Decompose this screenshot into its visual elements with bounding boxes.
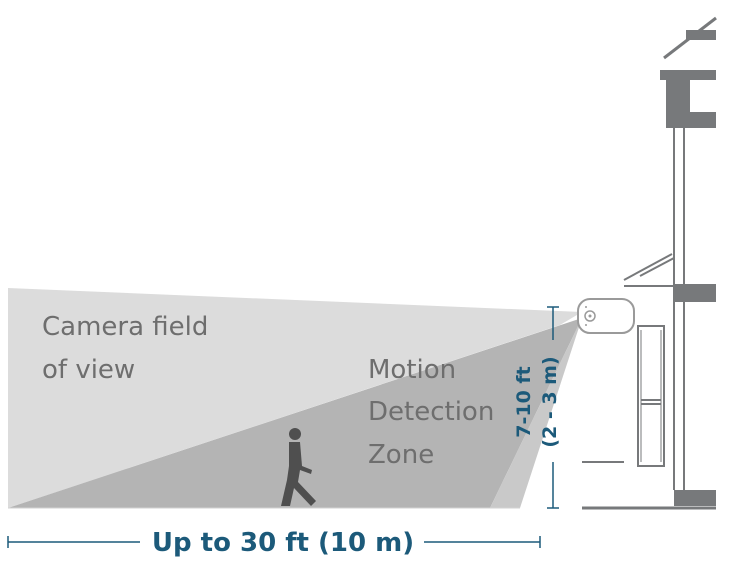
height-label-line2: (2 - 3 m) xyxy=(539,356,561,447)
field-of-view-label-line1: Camera field xyxy=(42,312,208,342)
person-icon xyxy=(281,428,316,506)
motion-detection-zone-edge xyxy=(490,318,582,508)
field-of-view-label-line2: of view xyxy=(42,355,135,385)
camera-icon xyxy=(577,298,635,334)
motion-zone-label-line1: Motion xyxy=(368,355,456,385)
height-dimension xyxy=(547,306,559,509)
motion-zone-label-line2: Detection xyxy=(368,397,494,427)
motion-zone-label-line3: Zone xyxy=(368,440,434,470)
motion-detection-zone xyxy=(8,318,582,508)
distance-label: Up to 30 ft (10 m) xyxy=(152,528,414,558)
house xyxy=(582,16,717,510)
field-of-view-area xyxy=(8,288,582,508)
height-label-line1: 7-10 ft xyxy=(513,366,535,438)
distance-dimension xyxy=(7,536,541,548)
